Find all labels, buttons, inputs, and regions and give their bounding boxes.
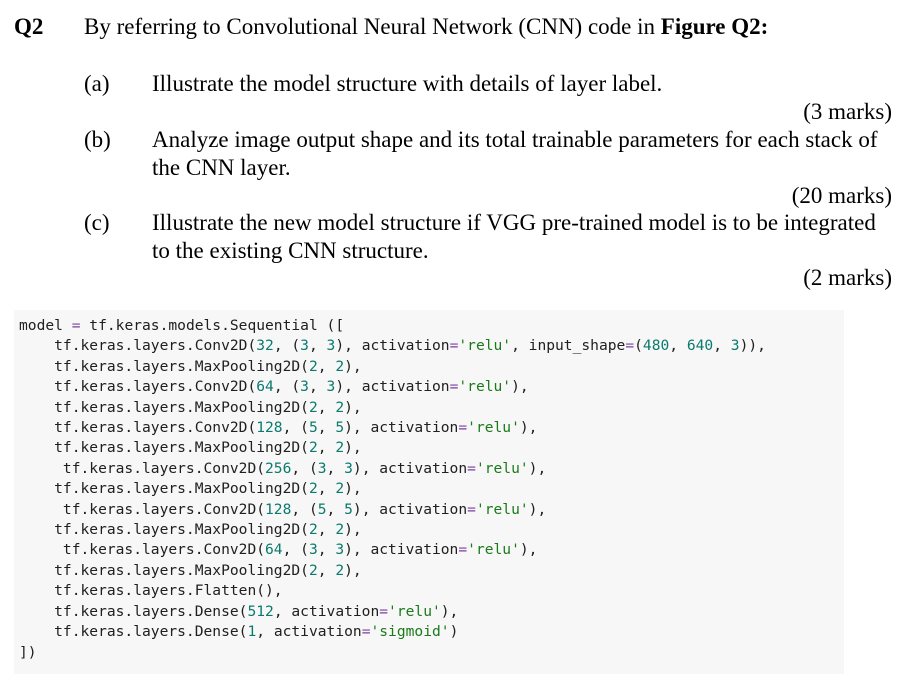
code-line: tf.keras.layers.Dense(1, activation='sig… <box>19 623 459 641</box>
code-line: model = tf.keras.models.Sequential ([ <box>19 317 345 334</box>
code-line: tf.keras.layers.Dense(512, activation='r… <box>19 602 459 620</box>
code-line: tf.keras.layers.MaxPooling2D(2, 2), <box>19 561 362 579</box>
code-line: tf.keras.layers.Conv2D(128, (5, 5), acti… <box>19 500 547 518</box>
code-line: tf.keras.layers.Conv2D(256, (3, 3), acti… <box>19 459 547 477</box>
part-c-text: Illustrate the new model structure if VG… <box>152 210 876 263</box>
code-line: ]) <box>19 643 37 661</box>
code-line: tf.keras.layers.MaxPooling2D(2, 2), <box>19 398 362 416</box>
part-c-label: (c) <box>84 210 110 235</box>
code-line: tf.keras.layers.Conv2D(64, (3, 3), activ… <box>19 378 529 396</box>
code-line: tf.keras.layers.MaxPooling2D(2, 2), <box>19 480 362 498</box>
question-intro: By referring to Convolutional Neural Net… <box>84 12 768 42</box>
code-line: tf.keras.layers.Conv2D(32, (3, 3), activ… <box>19 337 766 355</box>
code-line: tf.keras.layers.MaxPooling2D(2, 2), <box>19 521 362 539</box>
code-line: tf.keras.layers.Conv2D(64, (3, 3), activ… <box>19 541 538 559</box>
part-a-label: (a) <box>84 71 110 96</box>
code-line: tf.keras.layers.MaxPooling2D(2, 2), <box>19 439 362 457</box>
part-b-marks: (20 marks) <box>791 183 892 208</box>
question-intro-text: By referring to Convolutional Neural Net… <box>84 14 661 39</box>
question-number: Q2 <box>14 14 44 39</box>
part-c-marks: (2 marks) <box>803 265 892 290</box>
part-a-text: Illustrate the model structure with deta… <box>152 71 663 96</box>
part-a-marks: (3 marks) <box>803 99 892 124</box>
part-b-text: Analyze image output shape and its total… <box>152 127 878 180</box>
code-line: tf.keras.layers.Flatten(), <box>19 582 283 600</box>
code-block: model = tf.keras.models.Sequential ([ tf… <box>19 316 766 663</box>
code-listing: model = tf.keras.models.Sequential ([ tf… <box>14 310 844 674</box>
code-line: tf.keras.layers.Conv2D(128, (5, 5), acti… <box>19 419 538 437</box>
code-line: tf.keras.layers.MaxPooling2D(2, 2), <box>19 357 362 375</box>
part-b-label: (b) <box>84 127 111 152</box>
figure-reference: Figure Q2: <box>660 14 769 39</box>
